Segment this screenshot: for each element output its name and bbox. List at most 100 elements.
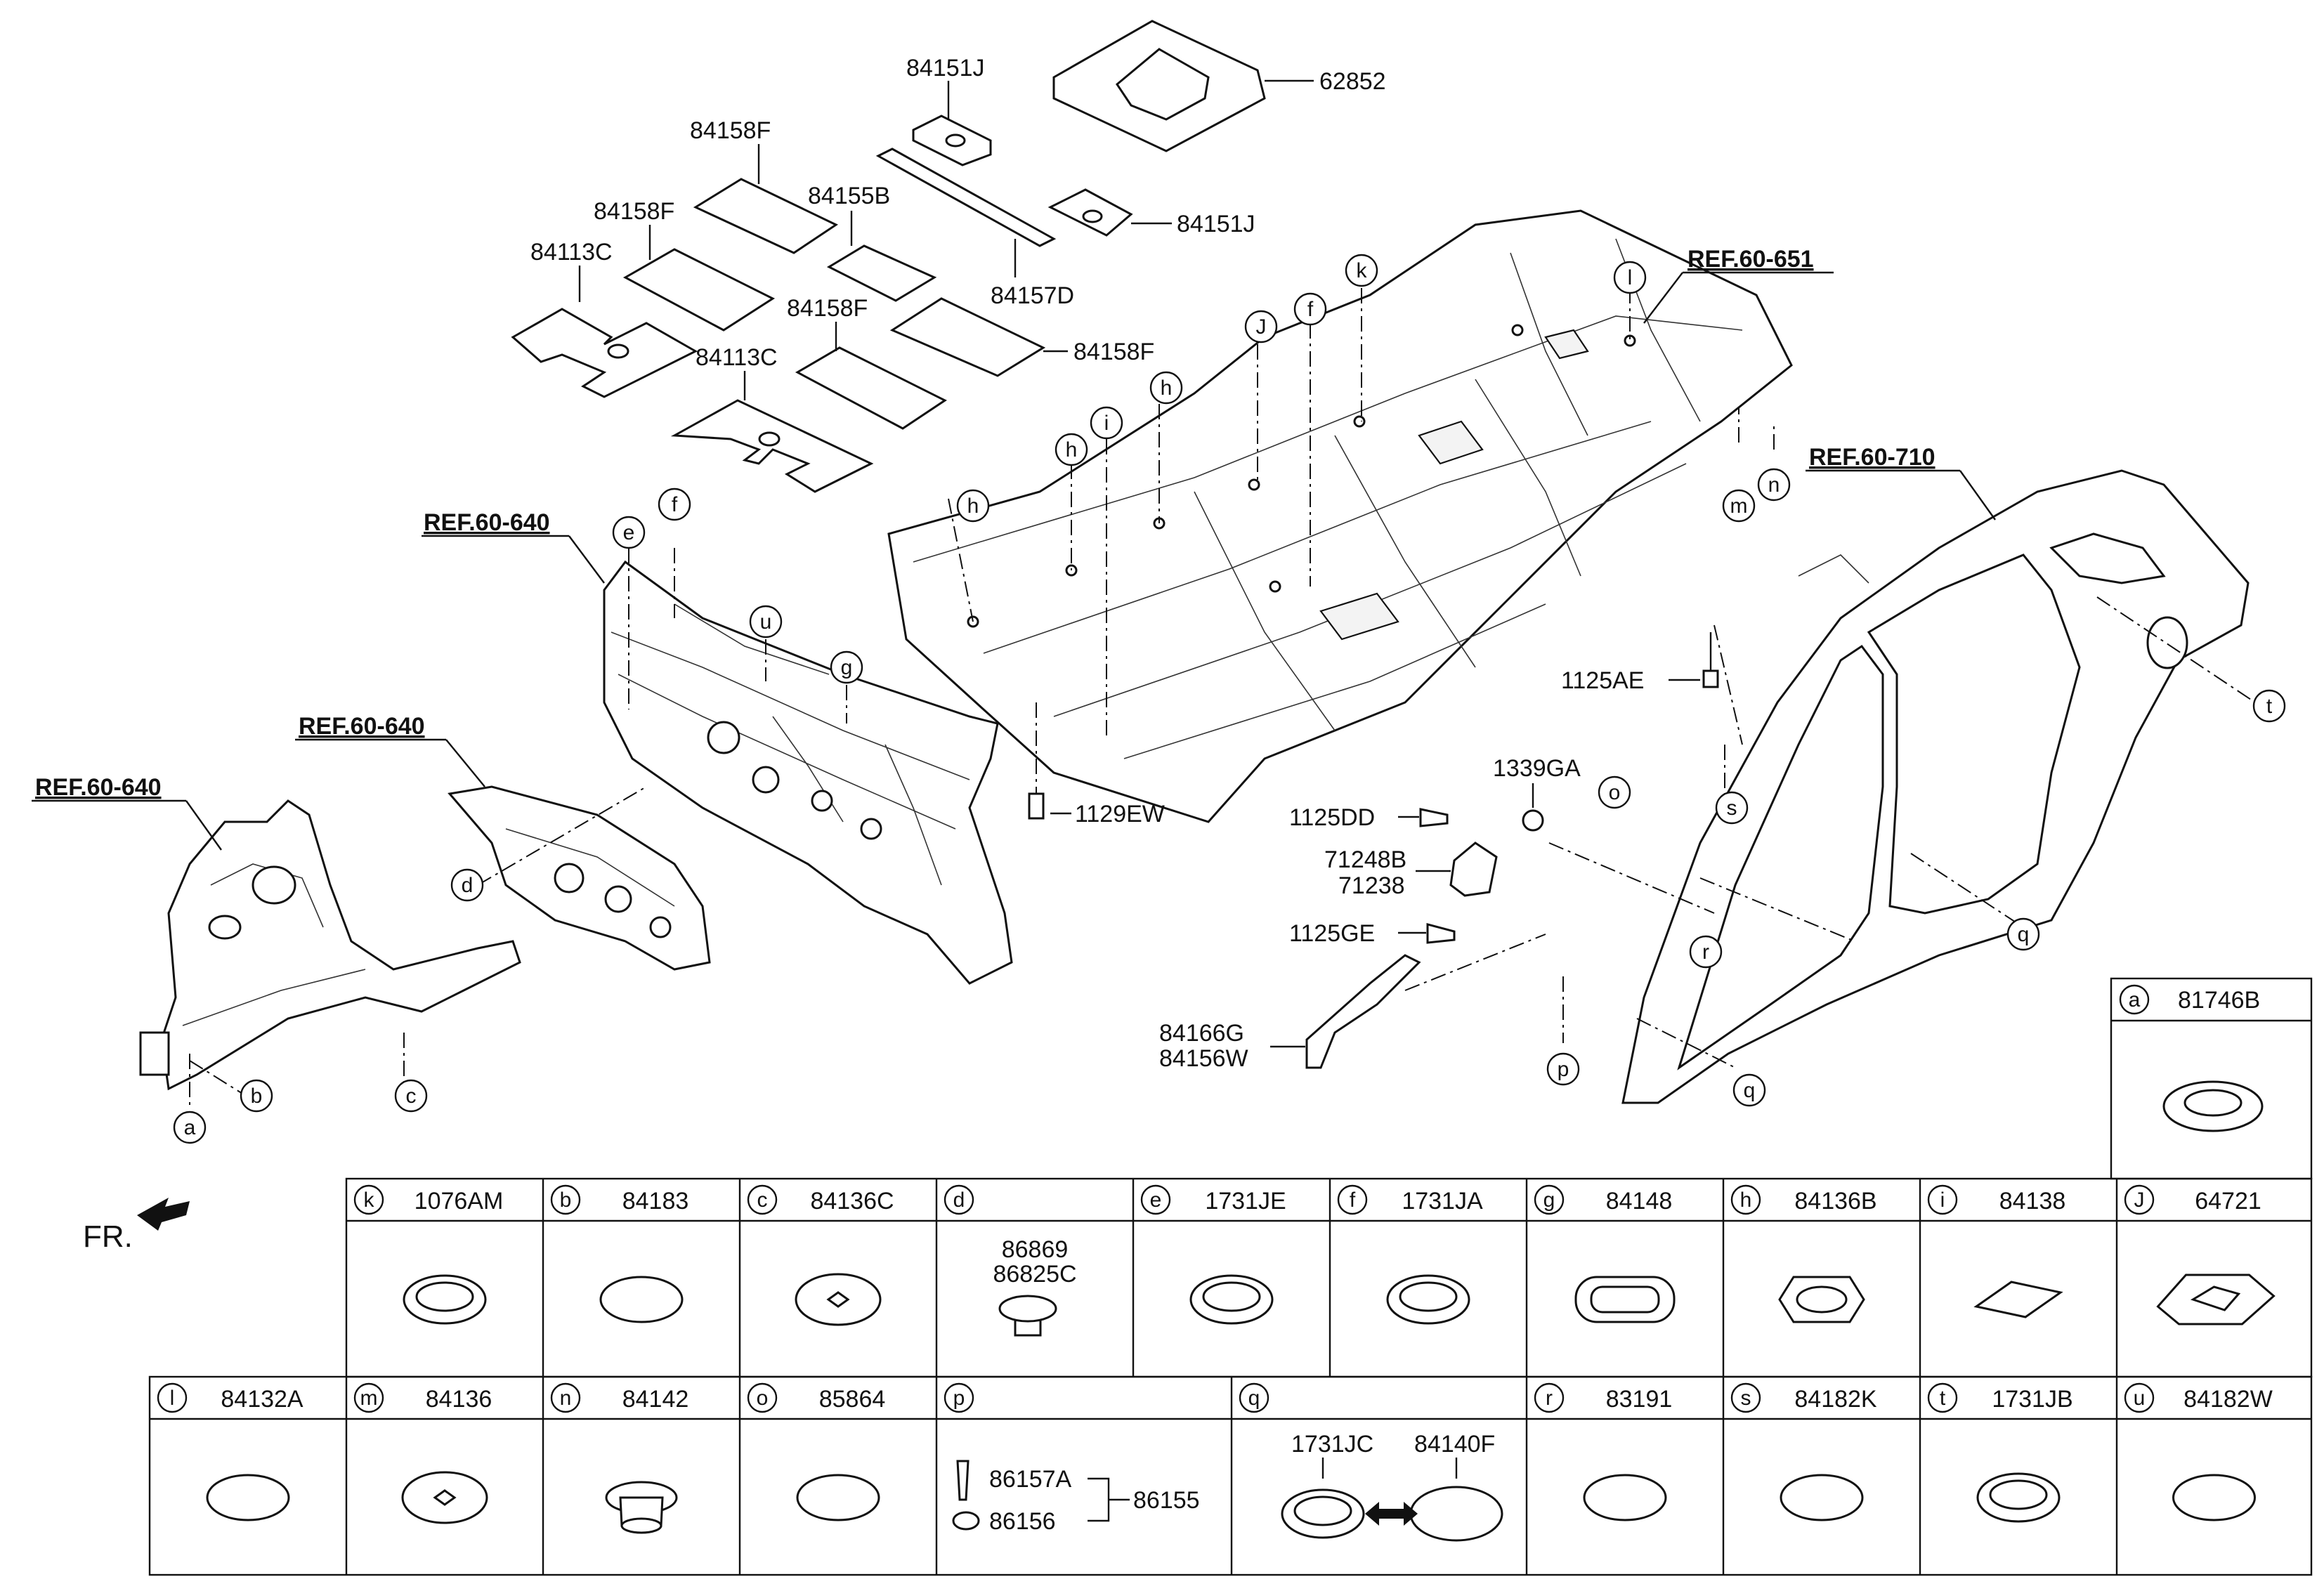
legend-key: d <box>953 1189 965 1212</box>
legend-part-number: 84142 <box>622 1386 689 1413</box>
fastener-labels: 1125AE 1339GA 1125DD 71248B 71238 1125GE… <box>1028 632 1719 1072</box>
callout-f-floor: f <box>1293 292 1327 326</box>
legend-key: k <box>364 1189 375 1212</box>
legend-key: f <box>1350 1189 1356 1212</box>
pad-84113C-left <box>511 308 698 398</box>
svg-text:t: t <box>2266 695 2273 718</box>
callout-r: r <box>1689 935 1723 969</box>
legend-part-number: 1731JA <box>1402 1188 1483 1214</box>
front-direction-indicator: FR. <box>83 1198 190 1254</box>
callout-h-3: h <box>1149 371 1183 405</box>
svg-text:J: J <box>1256 315 1267 339</box>
callout-c: c <box>394 1079 428 1113</box>
legend-key: t <box>1940 1387 1946 1410</box>
label-1129EW: 1129EW <box>1075 801 1165 827</box>
svg-text:a: a <box>2129 988 2141 1011</box>
label-1125AE: 1125AE <box>1561 667 1644 694</box>
svg-text:l: l <box>1628 266 1633 289</box>
legend-cell-a: a 81746B <box>2119 984 2264 1132</box>
label-84156W: 84156W <box>1159 1045 1248 1072</box>
legend-key: b <box>560 1189 572 1212</box>
svg-text:u: u <box>760 610 772 634</box>
legend-part-number: 84136C <box>810 1188 894 1214</box>
body-side-outer <box>1621 469 2250 1104</box>
svg-text:g: g <box>841 656 853 679</box>
strip-84157D <box>875 148 1057 247</box>
label-84113C-left: 84113C <box>530 239 613 266</box>
label-1125GE: 1125GE <box>1289 920 1375 947</box>
label-84158F-left: 84158F <box>594 198 674 225</box>
reference-labels: REF.60-651 REF.60-710 REF.60-640 REF.60-… <box>32 246 1996 851</box>
callout-s: s <box>1715 791 1749 825</box>
dash-panel <box>603 560 1013 985</box>
label-1125DD: 1125DD <box>1289 804 1375 831</box>
legend-part-number: 1731JB <box>1992 1386 2072 1413</box>
svg-text:q: q <box>1744 1079 1756 1102</box>
svg-text:c: c <box>406 1085 417 1108</box>
rear-door-opening <box>1867 554 2081 915</box>
legend-part-number: 84182W <box>2183 1386 2273 1413</box>
pad-84113C-center <box>670 399 874 493</box>
legend-key: e <box>1150 1189 1162 1212</box>
ref-60-640-cowl: REF.60-640 <box>299 713 425 740</box>
svg-text:k: k <box>1357 259 1368 282</box>
svg-text:q: q <box>2018 923 2030 946</box>
callout-a: a <box>173 1111 207 1144</box>
label-84158F-center: 84158F <box>787 295 868 322</box>
callout-J: J <box>1244 310 1278 343</box>
svg-text:p: p <box>1558 1058 1569 1081</box>
cowl-panel <box>448 785 711 971</box>
svg-text:h: h <box>1161 377 1173 400</box>
pad-84158F-upper <box>693 178 839 254</box>
svg-text:r: r <box>1702 941 1709 964</box>
svg-text:i: i <box>1104 412 1109 435</box>
legend-part-number: 84136B <box>1794 1188 1876 1214</box>
legend-part-number: 85864 <box>819 1386 886 1413</box>
legend-key: p <box>953 1387 965 1410</box>
label-62852: 62852 <box>1319 68 1386 95</box>
ref-60-710: REF.60-710 <box>1809 444 1935 471</box>
legend-key: m <box>360 1387 378 1410</box>
callout-i: i <box>1090 406 1123 440</box>
callout-e: e <box>612 516 646 549</box>
legend-key: c <box>757 1189 768 1212</box>
floor-pan <box>887 209 1793 823</box>
legend-part-number: 84148 <box>1606 1188 1673 1214</box>
legend-sub-part: 86869 <box>1002 1236 1069 1263</box>
legend-sub-part: 86156 <box>989 1508 1056 1535</box>
legend-key: q <box>1248 1387 1260 1410</box>
legend-sub-part: 1731JC <box>1291 1431 1373 1458</box>
callout-k: k <box>1345 254 1378 287</box>
front-arrow-icon <box>137 1198 190 1231</box>
callout-u: u <box>749 605 783 639</box>
pad-84155B <box>826 244 937 302</box>
legend-cell-c: c 84136C <box>738 1179 894 1377</box>
legend-part-number: 1731JE <box>1205 1188 1286 1214</box>
svg-text:b: b <box>251 1085 263 1108</box>
svg-text:h: h <box>967 495 979 518</box>
svg-text:f: f <box>672 493 678 516</box>
label-84158F-upper: 84158F <box>690 117 771 144</box>
legend-table: a 81746B <box>148 977 2313 1576</box>
label-84157D: 84157D <box>991 282 1074 309</box>
svg-text:f: f <box>1307 298 1314 321</box>
legend-cell-t: t 1731JB <box>1919 1377 2073 1575</box>
legend-part-number: 84182K <box>1794 1386 1877 1413</box>
callout-p: p <box>1546 1052 1580 1086</box>
label-84166G: 84166G <box>1159 1020 1244 1047</box>
legend-part-number: 84138 <box>1999 1188 2066 1214</box>
legend-key: J <box>2134 1189 2145 1212</box>
ref-60-640-dash: REF.60-640 <box>424 509 550 536</box>
